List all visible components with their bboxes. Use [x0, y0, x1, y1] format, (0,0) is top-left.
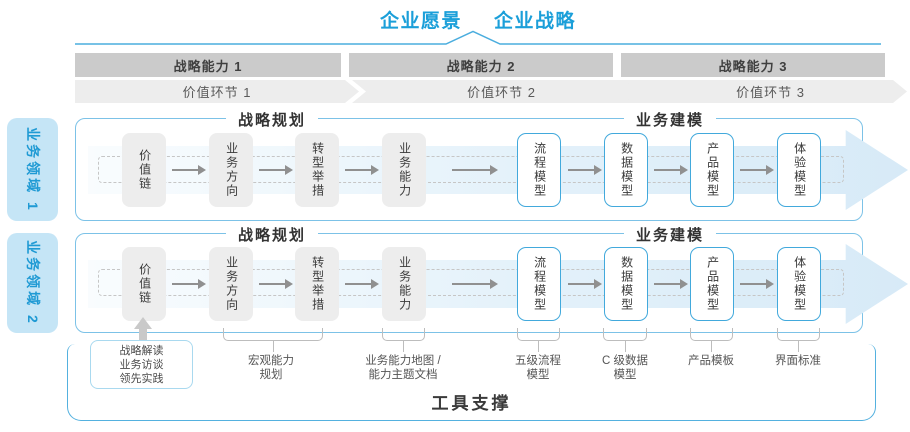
flow-arrow-icon — [345, 279, 379, 289]
up-arrow-icon — [134, 317, 152, 329]
sidebar-item-domain-1: 业务领域 1 — [7, 118, 58, 221]
flow-arrow-icon — [259, 165, 293, 175]
node-business-capability: 业务能力 — [382, 133, 426, 207]
bracket-connector — [223, 328, 323, 341]
node-value-chain: 价值链 — [122, 133, 166, 207]
title-strategy: 企业战略 — [494, 11, 577, 32]
flow-arrow-icon — [452, 165, 498, 175]
deliverable-label-process-model: 五级流程 模型 — [515, 355, 561, 381]
bracket-connector — [777, 328, 820, 341]
flow-arrow-icon — [654, 279, 688, 289]
node-transformation-moves: 转型举措 — [295, 247, 339, 321]
flow-arrow-icon — [654, 165, 688, 175]
capability-bar-1: 战略能力 1 — [75, 53, 341, 77]
bracket-stem — [273, 341, 274, 352]
page-title: 企业愿景 企业战略 — [380, 6, 576, 33]
bracket-stem — [798, 341, 799, 352]
row1-planning-header: 战略规划 — [225, 109, 319, 130]
capability-bar-1-label: 战略能力 1 — [173, 58, 243, 74]
row2-modeling-header: 业务建模 — [623, 224, 717, 245]
note-line: 业务访谈 — [119, 358, 164, 371]
dashed-flow-band — [98, 269, 844, 296]
capability-bar-3-label: 战略能力 3 — [718, 58, 788, 74]
bracket-stem — [403, 341, 404, 352]
node-business-direction: 业务方向 — [209, 247, 253, 321]
bracket-connector — [690, 328, 733, 341]
node-process-model: 流程模型 — [517, 133, 561, 207]
node-experience-model: 体验模型 — [777, 133, 821, 207]
up-arrow-stem — [139, 328, 147, 342]
bracket-connector — [382, 328, 425, 341]
bracket-stem — [538, 341, 539, 352]
deliverable-label-capability-map: 业务能力地图 / 能力主题文档 — [365, 355, 441, 381]
capability-bar-3: 战略能力 3 — [621, 53, 885, 77]
deliverable-label-macro-capability: 宏观能力 规划 — [248, 355, 294, 381]
flow-arrow-icon — [172, 165, 206, 175]
row2-planning-header: 战略规划 — [225, 224, 319, 245]
deliverable-label-data-model: C 级数据 模型 — [602, 355, 648, 381]
deliverable-label-product-template: 产品模板 — [688, 355, 734, 367]
bracket-stem — [625, 341, 626, 352]
value-link-2-label: 价值环节 2 — [467, 85, 536, 100]
node-business-direction: 业务方向 — [209, 133, 253, 207]
title-pointer-line — [75, 30, 881, 45]
note-line: 战略解读 — [119, 344, 164, 357]
deliverable-label-ui-standard: 界面标准 — [775, 355, 821, 367]
value-link-3: 价值环节 3 — [624, 80, 907, 103]
node-data-model: 数据模型 — [604, 247, 648, 321]
bracket-connector — [517, 328, 560, 341]
swimlane-domain-1: 战略规划 业务建模 价值链 业务方向 转型举措 业务能力 流程模型 数据模型 产… — [75, 109, 908, 221]
flow-arrow-icon — [259, 279, 293, 289]
capability-bar-2-label: 战略能力 2 — [446, 58, 516, 74]
title-vision: 企业愿景 — [379, 11, 462, 32]
flow-arrow-icon — [568, 165, 602, 175]
note-line: 领先实践 — [119, 372, 164, 385]
flow-arrow-icon — [172, 279, 206, 289]
sidebar-item-domain-2: 业务领域 2 — [7, 233, 58, 333]
row1-modeling-header: 业务建模 — [623, 109, 717, 130]
value-link-3-label: 价值环节 3 — [736, 85, 805, 100]
domain-1-label: 业务领域 1 — [24, 126, 41, 213]
flow-arrow-icon — [568, 279, 602, 289]
node-value-chain: 价值链 — [122, 247, 166, 321]
capability-bar-2: 战略能力 2 — [349, 53, 613, 77]
flow-arrow-icon — [345, 165, 379, 175]
node-business-capability: 业务能力 — [382, 247, 426, 321]
node-product-model: 产品模型 — [690, 247, 734, 321]
flow-arrow-icon — [452, 279, 498, 289]
flow-arrow-icon — [740, 279, 774, 289]
tool-support-label: 工具支撑 — [431, 394, 512, 413]
node-data-model: 数据模型 — [604, 133, 648, 207]
bracket-connector — [603, 328, 647, 341]
value-link-2: 价值环节 2 — [352, 80, 641, 103]
bracket-stem — [711, 341, 712, 352]
flow-arrow-icon — [740, 165, 774, 175]
swimlane-domain-2: 战略规划 业务建模 价值链 业务方向 转型举措 业务能力 流程模型 数据模型 产… — [75, 224, 908, 333]
node-process-model: 流程模型 — [517, 247, 561, 321]
value-link-1-label: 价值环节 1 — [182, 85, 252, 100]
domain-2-label: 业务领域 2 — [24, 240, 41, 326]
tool-support-container: 工具支撑 — [67, 344, 876, 421]
node-experience-model: 体验模型 — [777, 247, 821, 321]
strategy-input-note: 战略解读 业务访谈 领先实践 — [90, 340, 193, 389]
node-transformation-moves: 转型举措 — [295, 133, 339, 207]
value-link-1: 价值环节 1 — [75, 80, 359, 103]
dashed-flow-band — [98, 156, 844, 183]
node-product-model: 产品模型 — [690, 133, 734, 207]
